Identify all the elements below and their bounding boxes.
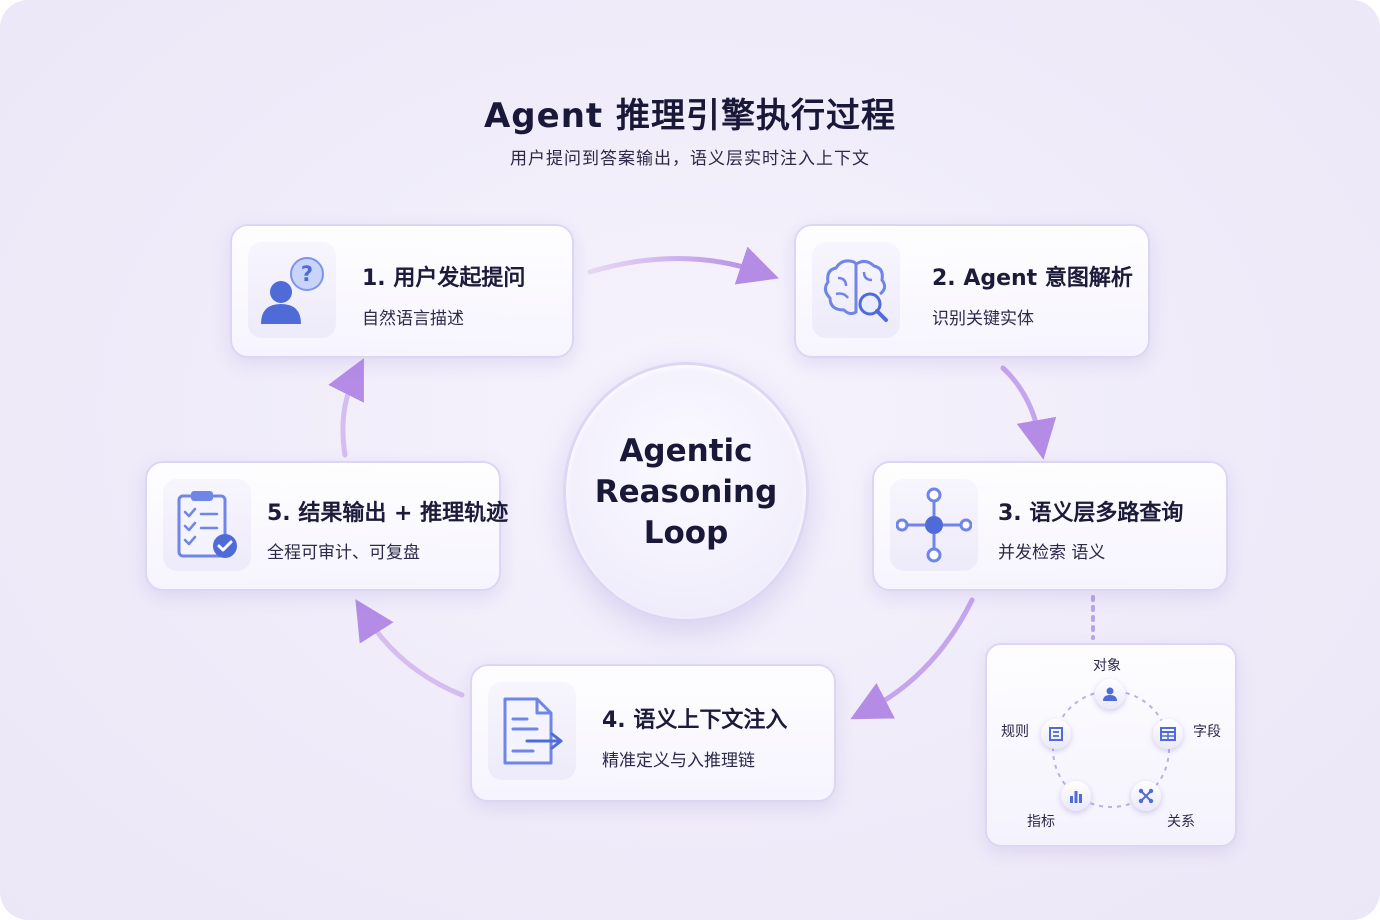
step-card-4: 4. 语义上下文注入 精准定义与入推理链	[470, 664, 836, 802]
relation-icon	[1131, 781, 1161, 811]
semantic-layer-panel: 对象 字段 关系 指标 规则	[985, 643, 1237, 847]
bar-chart-icon	[1061, 781, 1091, 811]
step-1-desc: 自然语言描述	[362, 309, 464, 329]
panel-ring	[1052, 690, 1170, 808]
step-2-desc: 识别关键实体	[932, 309, 1034, 329]
user-question-icon: ?	[248, 242, 336, 338]
step-5-title: 5. 结果输出 + 推理轨迹	[267, 501, 509, 526]
node-label-field: 字段	[1193, 724, 1221, 740]
svg-text:?: ?	[301, 262, 313, 286]
rule-icon	[1041, 719, 1071, 749]
node-label-relation: 关系	[1167, 814, 1195, 830]
checklist-icon	[163, 479, 251, 571]
arrow-2-to-3	[1000, 365, 1057, 460]
node-label-rule: 规则	[1001, 724, 1029, 740]
user-icon	[1095, 679, 1125, 709]
step-1-title: 1. 用户发起提问	[362, 266, 526, 291]
node-label-metric: 指标	[1027, 814, 1055, 830]
arrow-5-to-1	[328, 358, 364, 458]
page-title: Agent 推理引擎执行过程	[483, 96, 896, 136]
step-2-title: 2. Agent 意图解析	[932, 266, 1133, 291]
arrow-1-to-2	[587, 246, 779, 285]
step-3-desc: 并发检索 语义	[998, 543, 1106, 563]
center-loop-circle: Agentic Reasoning Loop	[563, 362, 809, 622]
arrow-3-to-4	[850, 597, 975, 720]
step-card-1: ? 1. 用户发起提问 自然语言描述	[230, 224, 574, 358]
brain-search-icon	[812, 242, 900, 338]
step-card-5: 5. 结果输出 + 推理轨迹 全程可审计、可复盘	[145, 461, 508, 591]
step-4-desc: 精准定义与入推理链	[602, 751, 755, 771]
node-label-object: 对象	[1093, 658, 1121, 674]
step-card-2: 2. Agent 意图解析 识别关键实体	[794, 224, 1150, 358]
step-5-desc: 全程可审计、可复盘	[267, 543, 420, 563]
step-4-title: 4. 语义上下文注入	[602, 708, 788, 733]
page-subtitle: 用户提问到答案输出，语义层实时注入上下文	[510, 149, 870, 169]
document-arrow-icon	[488, 682, 576, 780]
arrow-4-to-5	[355, 599, 465, 698]
step-card-3: 3. 语义层多路查询 并发检索 语义	[872, 461, 1228, 591]
step-3-title: 3. 语义层多路查询	[998, 501, 1184, 526]
table-icon	[1153, 719, 1183, 749]
network-node-icon	[890, 479, 978, 571]
center-label: Agentic Reasoning Loop	[594, 432, 778, 551]
